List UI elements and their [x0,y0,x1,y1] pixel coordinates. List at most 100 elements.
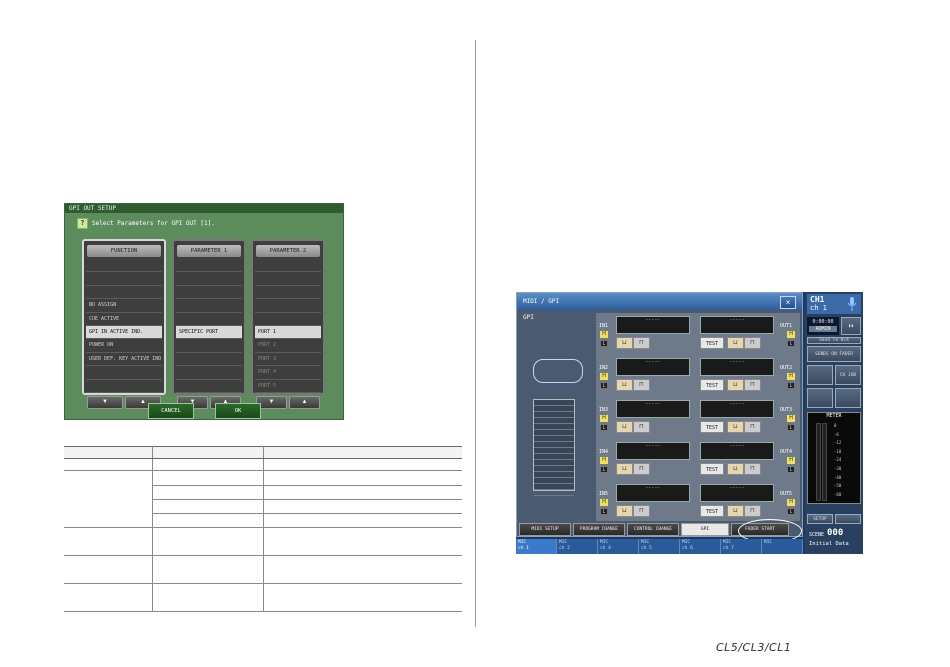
parameter2-item[interactable] [255,286,321,300]
function-item[interactable]: USER DEF. KEY ACTIVE IND. [86,353,162,367]
in-port-assign-box[interactable]: ----- [616,442,690,460]
parameter2-item-selected[interactable]: PORT 1 [255,325,321,340]
polarity-low-icon: ⊔ [616,463,633,475]
scroll-up-button[interactable]: ▲ [289,395,320,409]
parameter1-item-selected[interactable]: SPECIFIC PORT [176,325,242,340]
function-item[interactable] [86,259,162,273]
tool-button[interactable] [835,388,861,408]
in-polarity-switch[interactable]: ⊔⊓ [616,463,650,475]
table-header-cell [64,446,153,459]
parameter1-column[interactable]: PARAMETER 1 SPECIFIC PORT ▼ ▲ [172,239,246,409]
out-polarity-switch[interactable]: ⊔⊓ [727,337,761,349]
parameter2-item[interactable]: PORT 5 [255,380,321,393]
function-item-selected[interactable]: GPI IN ACTIVE IND. [86,325,162,340]
parameter2-item[interactable] [255,272,321,286]
scroll-down-button[interactable]: ▼ [256,395,287,409]
in-high-indicator: H [600,415,608,422]
tab-control-change[interactable]: CONTROL CHANGE [627,523,679,536]
test-button[interactable]: TEST [700,463,724,475]
parameter2-item[interactable] [255,313,321,326]
out-port-assign-box[interactable]: ----- [700,484,774,502]
gpi-ports-panel: IN1 H L ----- ⊔⊓ IN2 H L ----- ⊔⊓ IN3 H … [596,313,800,521]
ch-job-button[interactable]: CH JOB [835,365,861,385]
parameter1-item[interactable] [176,353,242,367]
parameter2-item[interactable] [255,299,321,313]
in-polarity-switch[interactable]: ⊔⊓ [616,421,650,433]
in-low-indicator: L [600,424,608,431]
in-polarity-switch[interactable]: ⊔⊓ [616,505,650,517]
meter-scale: 0-6 -12-18 -24-30 -40-50 -60 [834,423,842,497]
tab-gpi[interactable]: GPI [681,523,729,536]
polarity-high-icon: ⊓ [633,337,650,349]
out-port-assign-box[interactable]: ----- [700,400,774,418]
tool-button[interactable] [835,514,861,524]
tab-midi-setup[interactable]: MIDI SETUP [519,523,571,536]
out-low-indicator: L [787,382,795,389]
ok-button[interactable]: OK [215,403,261,419]
parameter1-item[interactable] [176,272,242,286]
sends-on-fader-button[interactable]: SENDS ON FADER [807,346,861,362]
test-button[interactable]: TEST [700,337,724,349]
channel-cell[interactable]: MIC [762,539,803,554]
parameter2-item[interactable] [255,259,321,273]
in-port-assign-box[interactable]: ----- [616,358,690,376]
parameter1-item[interactable] [176,259,242,273]
polarity-high-icon: ⊓ [744,337,761,349]
out-polarity-switch[interactable]: ⊔⊓ [727,421,761,433]
test-button[interactable]: TEST [700,505,724,517]
function-column[interactable]: FUNCTION NO ASSIGN CUE ACTIVE GPI IN ACT… [82,239,166,409]
out-polarity-switch[interactable]: ⊔⊓ [727,505,761,517]
function-item[interactable]: POWER ON [86,339,162,353]
parameter1-item[interactable] [176,313,242,326]
table-row [64,583,462,612]
parameter2-item[interactable]: PORT 3 [255,353,321,367]
in-polarity-switch[interactable]: ⊔⊓ [616,337,650,349]
scroll-down-button[interactable]: ▼ [87,395,123,409]
out-port-assign-box[interactable]: ----- [700,316,774,334]
parameter2-item[interactable]: PORT 2 [255,339,321,353]
in-port-assign-box[interactable]: ----- [616,400,690,418]
cancel-button[interactable]: CANCEL [148,403,194,419]
parameter1-item[interactable] [176,366,242,380]
toolbar-button[interactable]: ▮▮ [841,317,861,335]
scene-display[interactable]: SCENE 000 Initial Data [807,528,861,552]
function-item[interactable]: NO ASSIGN [86,299,162,313]
parameter1-item[interactable] [176,286,242,300]
parameter2-item[interactable]: PORT 4 [255,366,321,380]
out-polarity-switch[interactable]: ⊔⊓ [727,463,761,475]
close-button[interactable]: × [780,296,796,309]
test-button[interactable]: TEST [700,421,724,433]
parameter1-item[interactable] [176,339,242,353]
tab-program-change[interactable]: PROGRAM CHANGE [573,523,625,536]
tool-button[interactable] [807,388,833,408]
parameter1-item[interactable] [176,380,242,393]
function-item[interactable]: CUE ACTIVE [86,313,162,326]
function-item[interactable] [86,286,162,300]
out-port-assign-box[interactable]: ----- [700,442,774,460]
out-low-indicator: L [787,340,795,347]
in-port-assign-box[interactable]: ----- [616,484,690,502]
in-polarity-switch[interactable]: ⊔⊓ [616,379,650,391]
setup-button[interactable]: SETUP [807,514,833,524]
function-item[interactable] [86,366,162,380]
function-item[interactable] [86,272,162,286]
function-item[interactable] [86,380,162,393]
meter-panel[interactable]: METER 0-6 -12-18 -24-30 -40-50 -60 [807,412,861,504]
polarity-low-icon: ⊔ [616,337,633,349]
selected-channel-box[interactable]: CH1 ch 1 [807,294,861,314]
parameter2-column[interactable]: PARAMETER 2 PORT 1 PORT 2 PORT 3 PORT 4 … [251,239,325,409]
tool-button[interactable] [807,365,833,385]
out-port-assign-box[interactable]: ----- [700,358,774,376]
product-logo: CL5/CL3/CL1 [716,641,792,654]
out-polarity-switch[interactable]: ⊔⊓ [727,379,761,391]
in-low-indicator: L [600,340,608,347]
parameter1-item[interactable] [176,299,242,313]
in-port-assign-box[interactable]: ----- [616,316,690,334]
test-button[interactable]: TEST [700,379,724,391]
